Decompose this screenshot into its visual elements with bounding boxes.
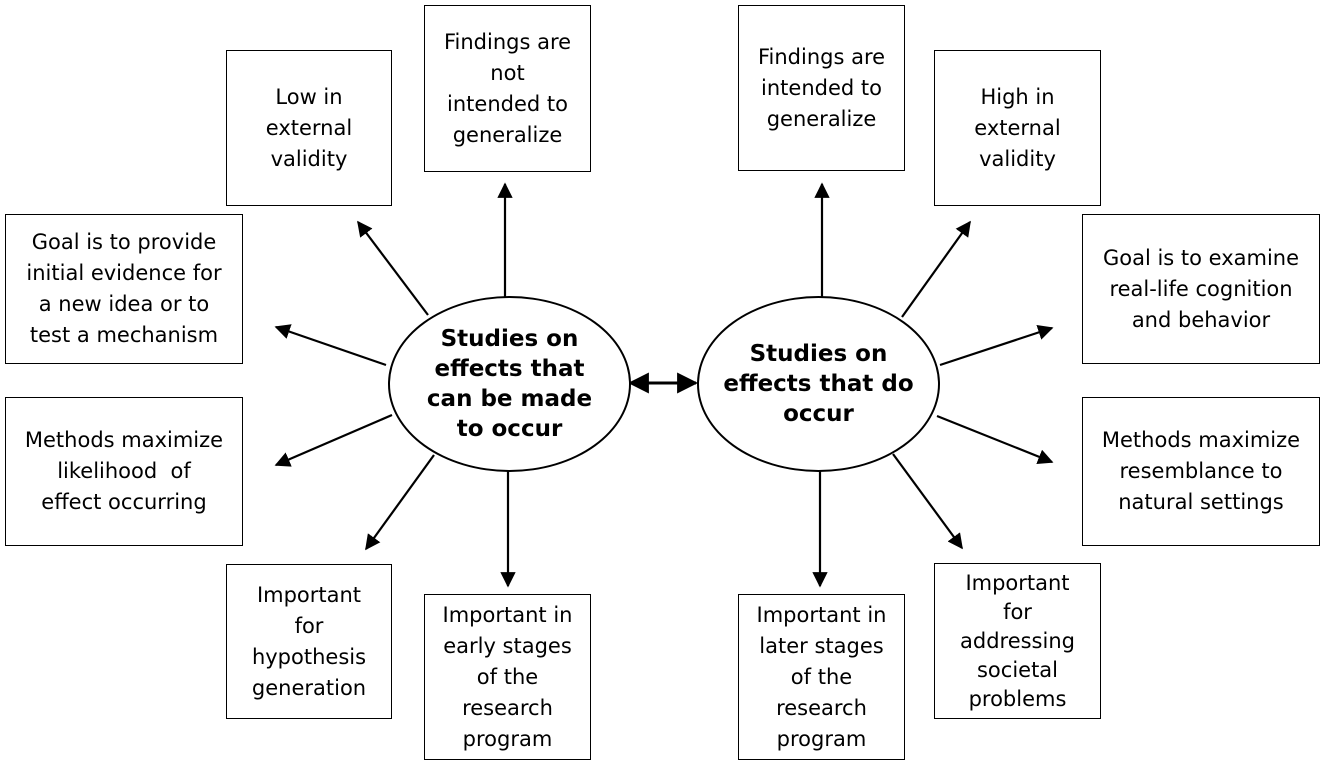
arrow-right-validity [901, 220, 971, 318]
box-line: Important in [756, 602, 887, 627]
left-center-line: effects that [434, 356, 585, 382]
box-line: addressing [960, 628, 1075, 653]
left-center-ellipse: Studies on effects that can be made to o… [388, 296, 631, 472]
left-findings-box: Findings are not intended to generalize [424, 5, 591, 172]
box-line: program [462, 726, 553, 751]
left-important-for-box: Important for hypothesis generation [226, 564, 392, 719]
right-important-for-box: Important for addressing societal proble… [934, 563, 1101, 719]
box-line: generalize [452, 122, 563, 147]
right-validity-box: High in external validity [934, 50, 1101, 206]
left-validity-box: Low in external validity [226, 50, 392, 206]
box-line: Goal is to examine [1102, 245, 1300, 270]
box-line: of the [790, 664, 853, 689]
box-line: natural settings [1118, 490, 1284, 514]
box-line: Findings are [757, 44, 886, 69]
right-center-ellipse: Studies on effects that do occur [697, 296, 940, 472]
box-line: hypothesis [251, 644, 367, 669]
right-important-in-box: Important in later stages of the researc… [738, 594, 905, 760]
box-line: test a mechanism [29, 323, 219, 347]
left-methods-box: Methods maximize likelihood of effect oc… [5, 397, 243, 546]
box-line: for [1003, 599, 1032, 624]
box-line: for [294, 613, 324, 638]
right-findings-box: Findings are intended to generalize [738, 5, 905, 171]
box-line: validity [979, 146, 1056, 171]
box-line: likelihood of [57, 459, 191, 483]
box-line: intended to [447, 91, 568, 116]
box-line: Important in [442, 602, 573, 627]
arrow-right-goal [939, 325, 1054, 367]
arrow-right-methods [936, 414, 1054, 465]
left-center-line: Studies on [440, 326, 579, 352]
right-center-line: effects that do [723, 371, 914, 397]
box-line: real-life cognition [1109, 276, 1293, 301]
box-line: Important [965, 570, 1070, 595]
left-goal-box: Goal is to provide initial evidence for … [5, 214, 243, 364]
box-line: resemblance to [1119, 459, 1283, 483]
box-line: generation [251, 675, 367, 700]
arrow-left-methods [274, 413, 393, 467]
box-line: early stages [443, 633, 572, 658]
box-line: generalize [766, 106, 877, 131]
box-line: of the [476, 664, 539, 689]
box-line: not [490, 60, 525, 85]
box-line: Methods maximize [1101, 428, 1301, 452]
box-line: intended to [761, 75, 882, 100]
box-line: initial evidence for [26, 261, 222, 285]
arrow-left-validity [357, 220, 429, 316]
right-methods-box: Methods maximize resemblance to natural … [1082, 397, 1320, 546]
box-line: external [265, 115, 353, 140]
box-line: a new idea or to [38, 292, 210, 316]
left-important-in-box: Important in early stages of the researc… [424, 594, 591, 760]
box-line: problems [968, 686, 1067, 711]
left-center-line: can be made [426, 386, 593, 412]
right-center-line: occur [783, 401, 854, 427]
box-line: research [776, 695, 867, 720]
box-line: High in [980, 84, 1055, 109]
box-line: Low in [275, 84, 343, 109]
box-line: validity [270, 146, 348, 171]
box-line: societal [976, 657, 1059, 682]
right-center-line: Studies on [749, 341, 888, 367]
box-line: external [974, 115, 1061, 140]
box-line: later stages [759, 633, 884, 658]
right-goal-box: Goal is to examine real-life cognition a… [1082, 214, 1320, 364]
left-center-line: to occur [456, 416, 563, 442]
box-line: Important [256, 582, 362, 607]
box-line: Methods maximize [24, 428, 224, 452]
arrow-left-important-for [365, 454, 435, 551]
box-line: effect occurring [41, 490, 207, 514]
arrow-right-important-for [892, 453, 963, 550]
box-line: research [462, 695, 553, 720]
box-line: Findings are [443, 29, 572, 54]
box-line: program [776, 726, 867, 751]
arrow-left-goal [274, 324, 387, 367]
box-line: and behavior [1131, 307, 1271, 332]
box-line: Goal is to provide [31, 230, 217, 254]
